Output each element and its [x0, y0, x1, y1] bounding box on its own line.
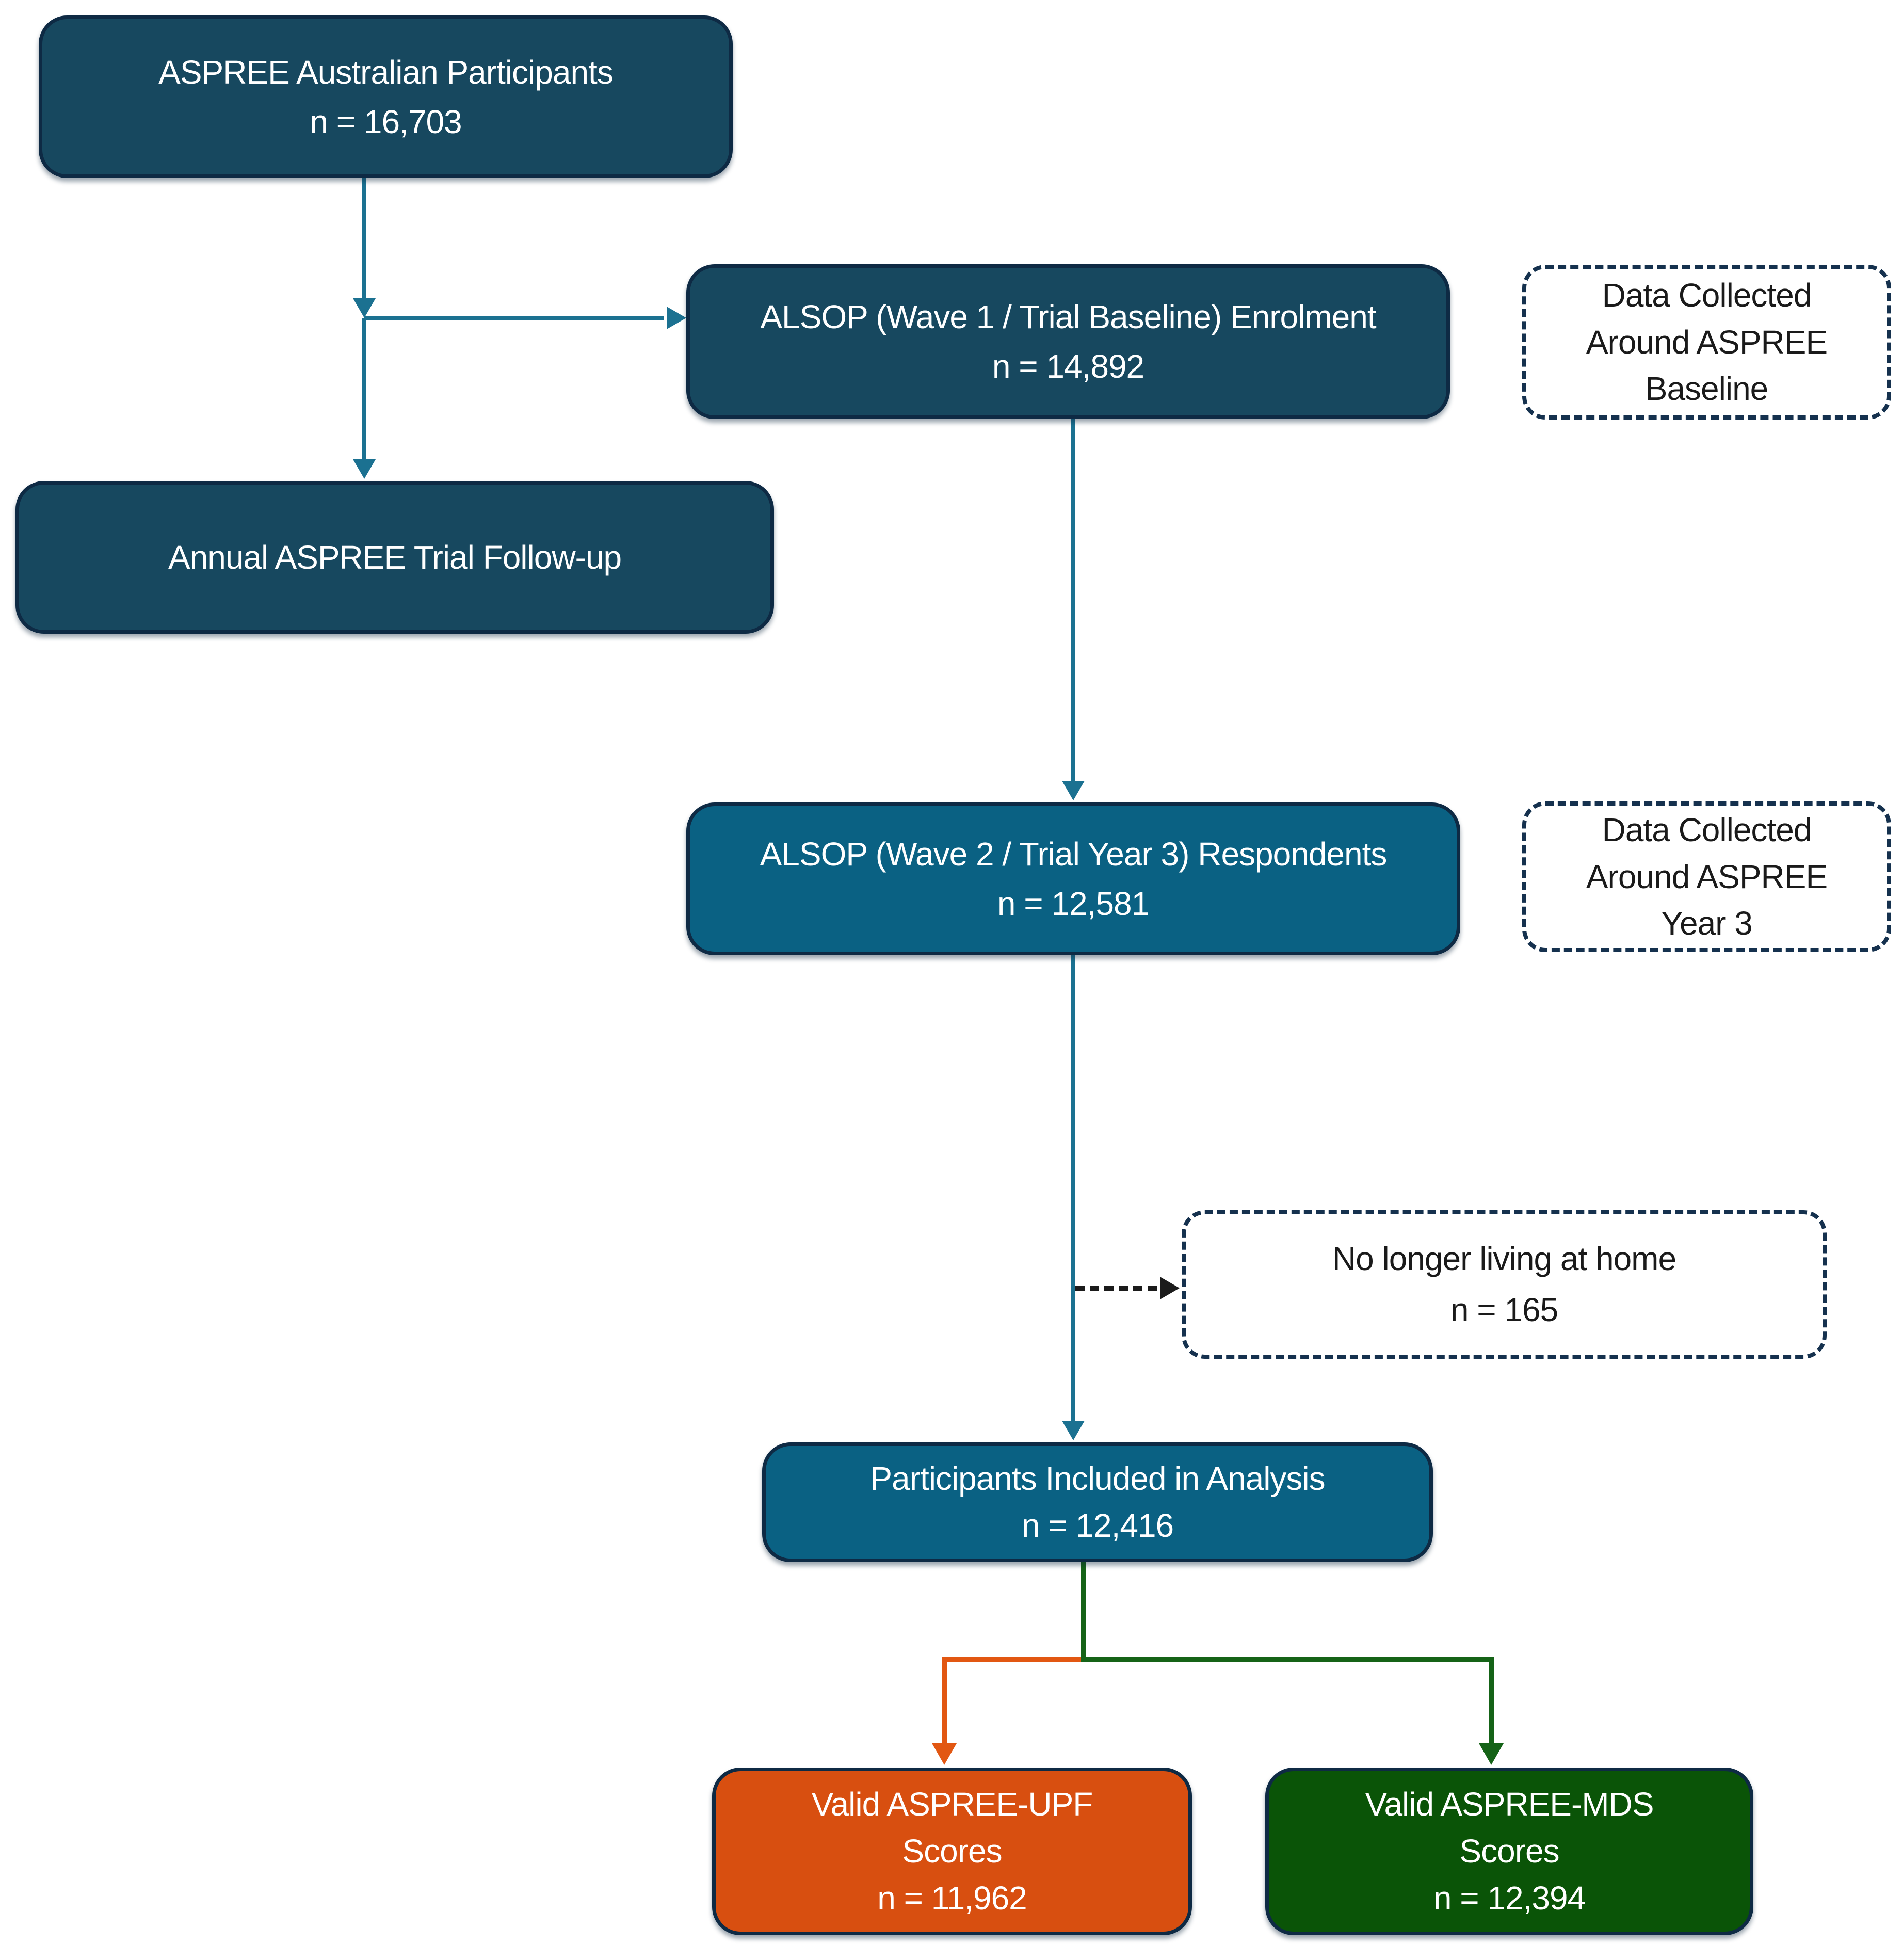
- node-title: Scores: [902, 1833, 1002, 1870]
- connector-wave2-to-analysis: [1071, 955, 1075, 1421]
- node-count: n = 14,892: [992, 348, 1144, 385]
- note-line: Baseline: [1645, 370, 1768, 408]
- connector-top-to-branch: [362, 178, 366, 298]
- node-title: ALSOP (Wave 1 / Trial Baseline) Enrolmen…: [760, 298, 1376, 335]
- connector-wave1-to-wave2: [1071, 419, 1075, 781]
- note-no-longer-living-at-home: No longer living at home n = 165: [1182, 1210, 1827, 1359]
- node-title: Participants Included in Analysis: [870, 1460, 1325, 1498]
- arrow-down-icon: [353, 459, 376, 479]
- note-line: Around ASPREE: [1586, 323, 1828, 361]
- connector-to-upf: [942, 1657, 947, 1744]
- connector-dashed-exclusion: [1075, 1286, 1157, 1291]
- node-title: Valid ASPREE-UPF: [811, 1786, 1093, 1823]
- node-title: ALSOP (Wave 2 / Trial Year 3) Respondent…: [760, 836, 1388, 873]
- arrow-down-icon: [353, 298, 376, 318]
- node-alsop-wave1-enrolment: ALSOP (Wave 1 / Trial Baseline) Enrolmen…: [686, 264, 1450, 419]
- note-count: n = 165: [1450, 1291, 1558, 1328]
- node-alsop-wave2-respondents: ALSOP (Wave 2 / Trial Year 3) Respondent…: [686, 802, 1460, 955]
- note-data-collected-baseline: Data Collected Around ASPREE Baseline: [1522, 265, 1891, 420]
- connector-branch-to-annual: [362, 318, 366, 459]
- connector-analysis-to-split: [1081, 1562, 1086, 1659]
- arrow-right-icon: [667, 307, 686, 329]
- connector-to-mds: [1489, 1657, 1494, 1744]
- node-count: n = 12,581: [997, 885, 1150, 922]
- note-line: Year 3: [1661, 905, 1753, 942]
- note-line: Data Collected: [1602, 276, 1812, 314]
- note-line: Data Collected: [1602, 811, 1812, 848]
- arrow-right-icon: [1160, 1277, 1180, 1299]
- note-line: No longer living at home: [1332, 1240, 1676, 1277]
- arrow-down-icon: [1479, 1743, 1504, 1765]
- node-count: n = 12,394: [1433, 1879, 1586, 1917]
- node-participants-included-analysis: Participants Included in Analysis n = 12…: [762, 1442, 1433, 1562]
- node-valid-aspree-mds-scores: Valid ASPREE-MDS Scores n = 12,394: [1265, 1768, 1753, 1935]
- node-title: Valid ASPREE-MDS: [1365, 1786, 1654, 1823]
- arrow-down-icon: [1062, 1421, 1085, 1440]
- node-count: n = 12,416: [1021, 1507, 1174, 1544]
- node-title: Scores: [1459, 1833, 1559, 1870]
- node-aspree-australian-participants: ASPREE Australian Participants n = 16,70…: [39, 15, 733, 178]
- node-count: n = 11,962: [877, 1879, 1027, 1917]
- node-title: ASPREE Australian Participants: [158, 53, 614, 91]
- node-valid-aspree-upf-scores: Valid ASPREE-UPF Scores n = 11,962: [712, 1768, 1192, 1935]
- node-count: n = 16,703: [310, 103, 462, 140]
- note-data-collected-year3: Data Collected Around ASPREE Year 3: [1522, 801, 1891, 952]
- connector-split-left: [942, 1657, 1086, 1662]
- arrow-down-icon: [932, 1743, 957, 1765]
- connector-split-right: [1081, 1657, 1494, 1662]
- note-line: Around ASPREE: [1586, 858, 1828, 895]
- node-annual-aspree-followup: Annual ASPREE Trial Follow-up: [15, 481, 774, 634]
- arrow-down-icon: [1062, 781, 1085, 800]
- connector-branch-to-wave1: [364, 316, 664, 320]
- node-title: Annual ASPREE Trial Follow-up: [168, 539, 622, 576]
